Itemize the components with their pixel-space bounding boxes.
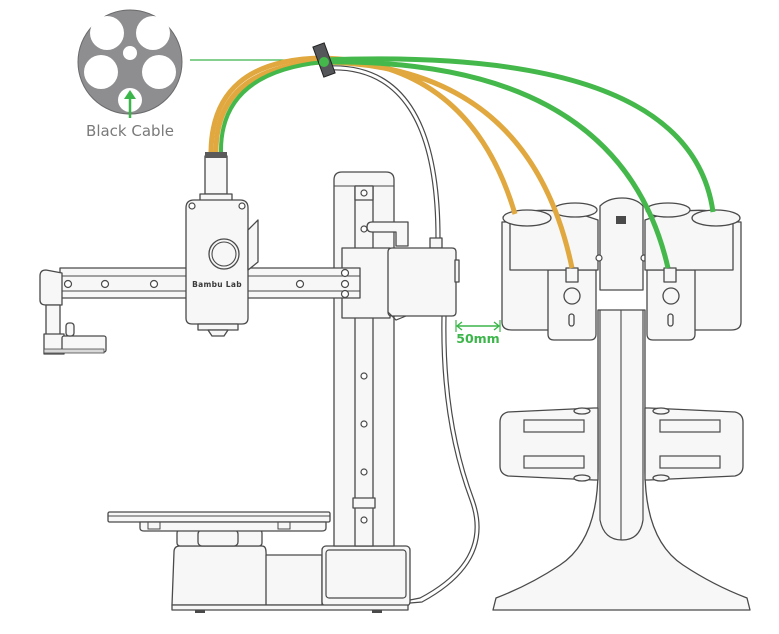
control-box [387, 237, 460, 321]
ams-hub-top [501, 197, 742, 341]
bed-support [176, 529, 263, 547]
z-axis-column [333, 171, 409, 547]
dimension-annotation [455, 320, 501, 332]
ptfe-tube [325, 65, 441, 239]
spool-label: Black Cable [86, 122, 174, 140]
ams-stand [492, 309, 751, 611]
dimension-label: 50mm [456, 331, 499, 346]
arrow-up-icon [124, 90, 136, 118]
cable-clip-icon [312, 42, 336, 78]
power-cable [409, 315, 476, 601]
filament-cables [208, 55, 716, 269]
printer-base [171, 545, 411, 613]
print-head [185, 152, 259, 337]
print-bed [107, 511, 331, 532]
spool-cross-section-icon [77, 9, 183, 115]
ams-hub-lower [499, 407, 744, 482]
brand-label: Bambu Lab [192, 280, 242, 289]
